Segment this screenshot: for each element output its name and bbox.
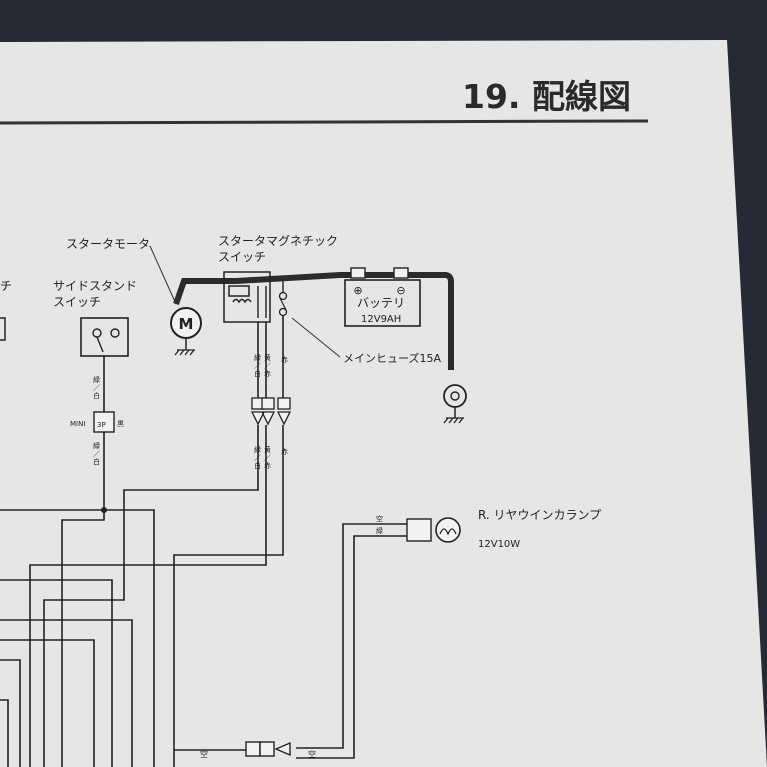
side-stand-label-1: サイドスタンド: [53, 279, 137, 293]
left-cut-box: [0, 317, 6, 341]
wire-tag-slash-3: ／: [254, 454, 261, 462]
main-fuse-leader: [291, 317, 341, 358]
main-fuse-label: メインヒューズ15A: [343, 351, 441, 365]
starter-switch-box: [223, 271, 271, 323]
starter-switch-label-1: スタータマグネチック: [218, 234, 338, 248]
winker-wire-sky: 空: [376, 514, 383, 523]
side-stand-wire-green: 緑: [93, 375, 100, 384]
mini-connector-pins: 3P: [97, 421, 106, 429]
rear-winker-bulb-icon: [435, 517, 461, 543]
side-stand-wire-white: 白: [93, 391, 100, 400]
wire-tag-red-3: 赤: [264, 462, 271, 470]
section-title: 19. 配線図: [462, 77, 631, 116]
starter-connectors: [250, 397, 292, 426]
starter-switch-wires: [29, 315, 284, 767]
wire-tag-white-1: 白: [254, 369, 261, 378]
starter-switch-coil-icon: [232, 298, 252, 304]
wire-tag-yellow-2: 黄: [264, 445, 271, 454]
wire-tag-slash-1: ／: [254, 362, 261, 370]
wire-tag-slash-2: ／: [264, 362, 271, 370]
battery-box: [344, 279, 421, 327]
side-stand-wire-slash: ／: [93, 384, 100, 392]
rear-winker-wires: [296, 523, 407, 759]
battery-plus-icon: ⊕: [353, 284, 362, 297]
mini-connector-prefix: MINI: [70, 420, 85, 428]
battery-ground-icon: [443, 417, 464, 424]
wire-tag-red-1: 赤: [264, 370, 271, 378]
battery-minus-terminal: [393, 267, 409, 279]
starter-switch-contact: [228, 285, 250, 297]
battery-label: バッテリ: [357, 296, 405, 310]
side-stand-contact-2-icon: [110, 328, 120, 338]
wire-tag-green-2: 緑: [254, 445, 261, 454]
rear-winker-label: R. リヤウインカランプ: [478, 508, 601, 522]
winker-wire-green: 緑: [376, 526, 383, 535]
left-cut-label: チ: [0, 279, 12, 293]
battery-plus-terminal: [350, 267, 366, 279]
battery-cable: [173, 272, 454, 370]
rear-winker-connector: [406, 518, 432, 542]
side-stand-junction-dot: [101, 507, 107, 513]
motor-m-letter: M: [179, 315, 194, 333]
battery-ground-ring-hole: [450, 391, 460, 401]
motor-ground-icon: [174, 349, 195, 356]
wire-tag-slash-4: ／: [264, 454, 271, 462]
bottom-wire-sky-left: 空: [200, 749, 208, 759]
side-stand-switch-arm: [96, 336, 104, 353]
starter-motor-leader: [149, 245, 177, 305]
mini-connector-box: [93, 411, 115, 433]
main-fuse-upper-icon: [278, 291, 288, 301]
starter-switch-label-2: スイッチ: [218, 250, 266, 264]
side-stand-wires: [0, 356, 155, 767]
wire-tag-red-4: 赤: [281, 448, 288, 456]
mini-connector-color: 黒: [117, 420, 124, 428]
bottom-wire-sky-right: 空: [308, 749, 316, 759]
side-stand-wire-green-2: 緑: [93, 441, 100, 450]
side-stand-label-2: スイッチ: [53, 295, 101, 309]
side-stand-wire-white-2: 白: [93, 457, 100, 466]
rear-winker-spec: 12V10W: [478, 539, 520, 550]
battery-minus-icon: ⊖: [396, 284, 405, 297]
wire-tag-green-1: 緑: [254, 353, 261, 362]
side-stand-wire-slash-2: ／: [93, 450, 100, 458]
battery-spec: 12V9AH: [361, 314, 401, 325]
bottom-connectors: [245, 741, 291, 757]
paper-sheet: [0, 40, 767, 767]
main-fuse-link: [279, 297, 287, 311]
title-rule: [0, 119, 649, 125]
rear-winker-filament: [439, 528, 457, 536]
starter-motor-label: スタータモータ: [66, 237, 150, 251]
wire-tag-white-2: 白: [254, 461, 261, 470]
wire-tag-red-2: 赤: [281, 356, 288, 364]
wire-tag-yellow-1: 黄: [264, 353, 271, 362]
